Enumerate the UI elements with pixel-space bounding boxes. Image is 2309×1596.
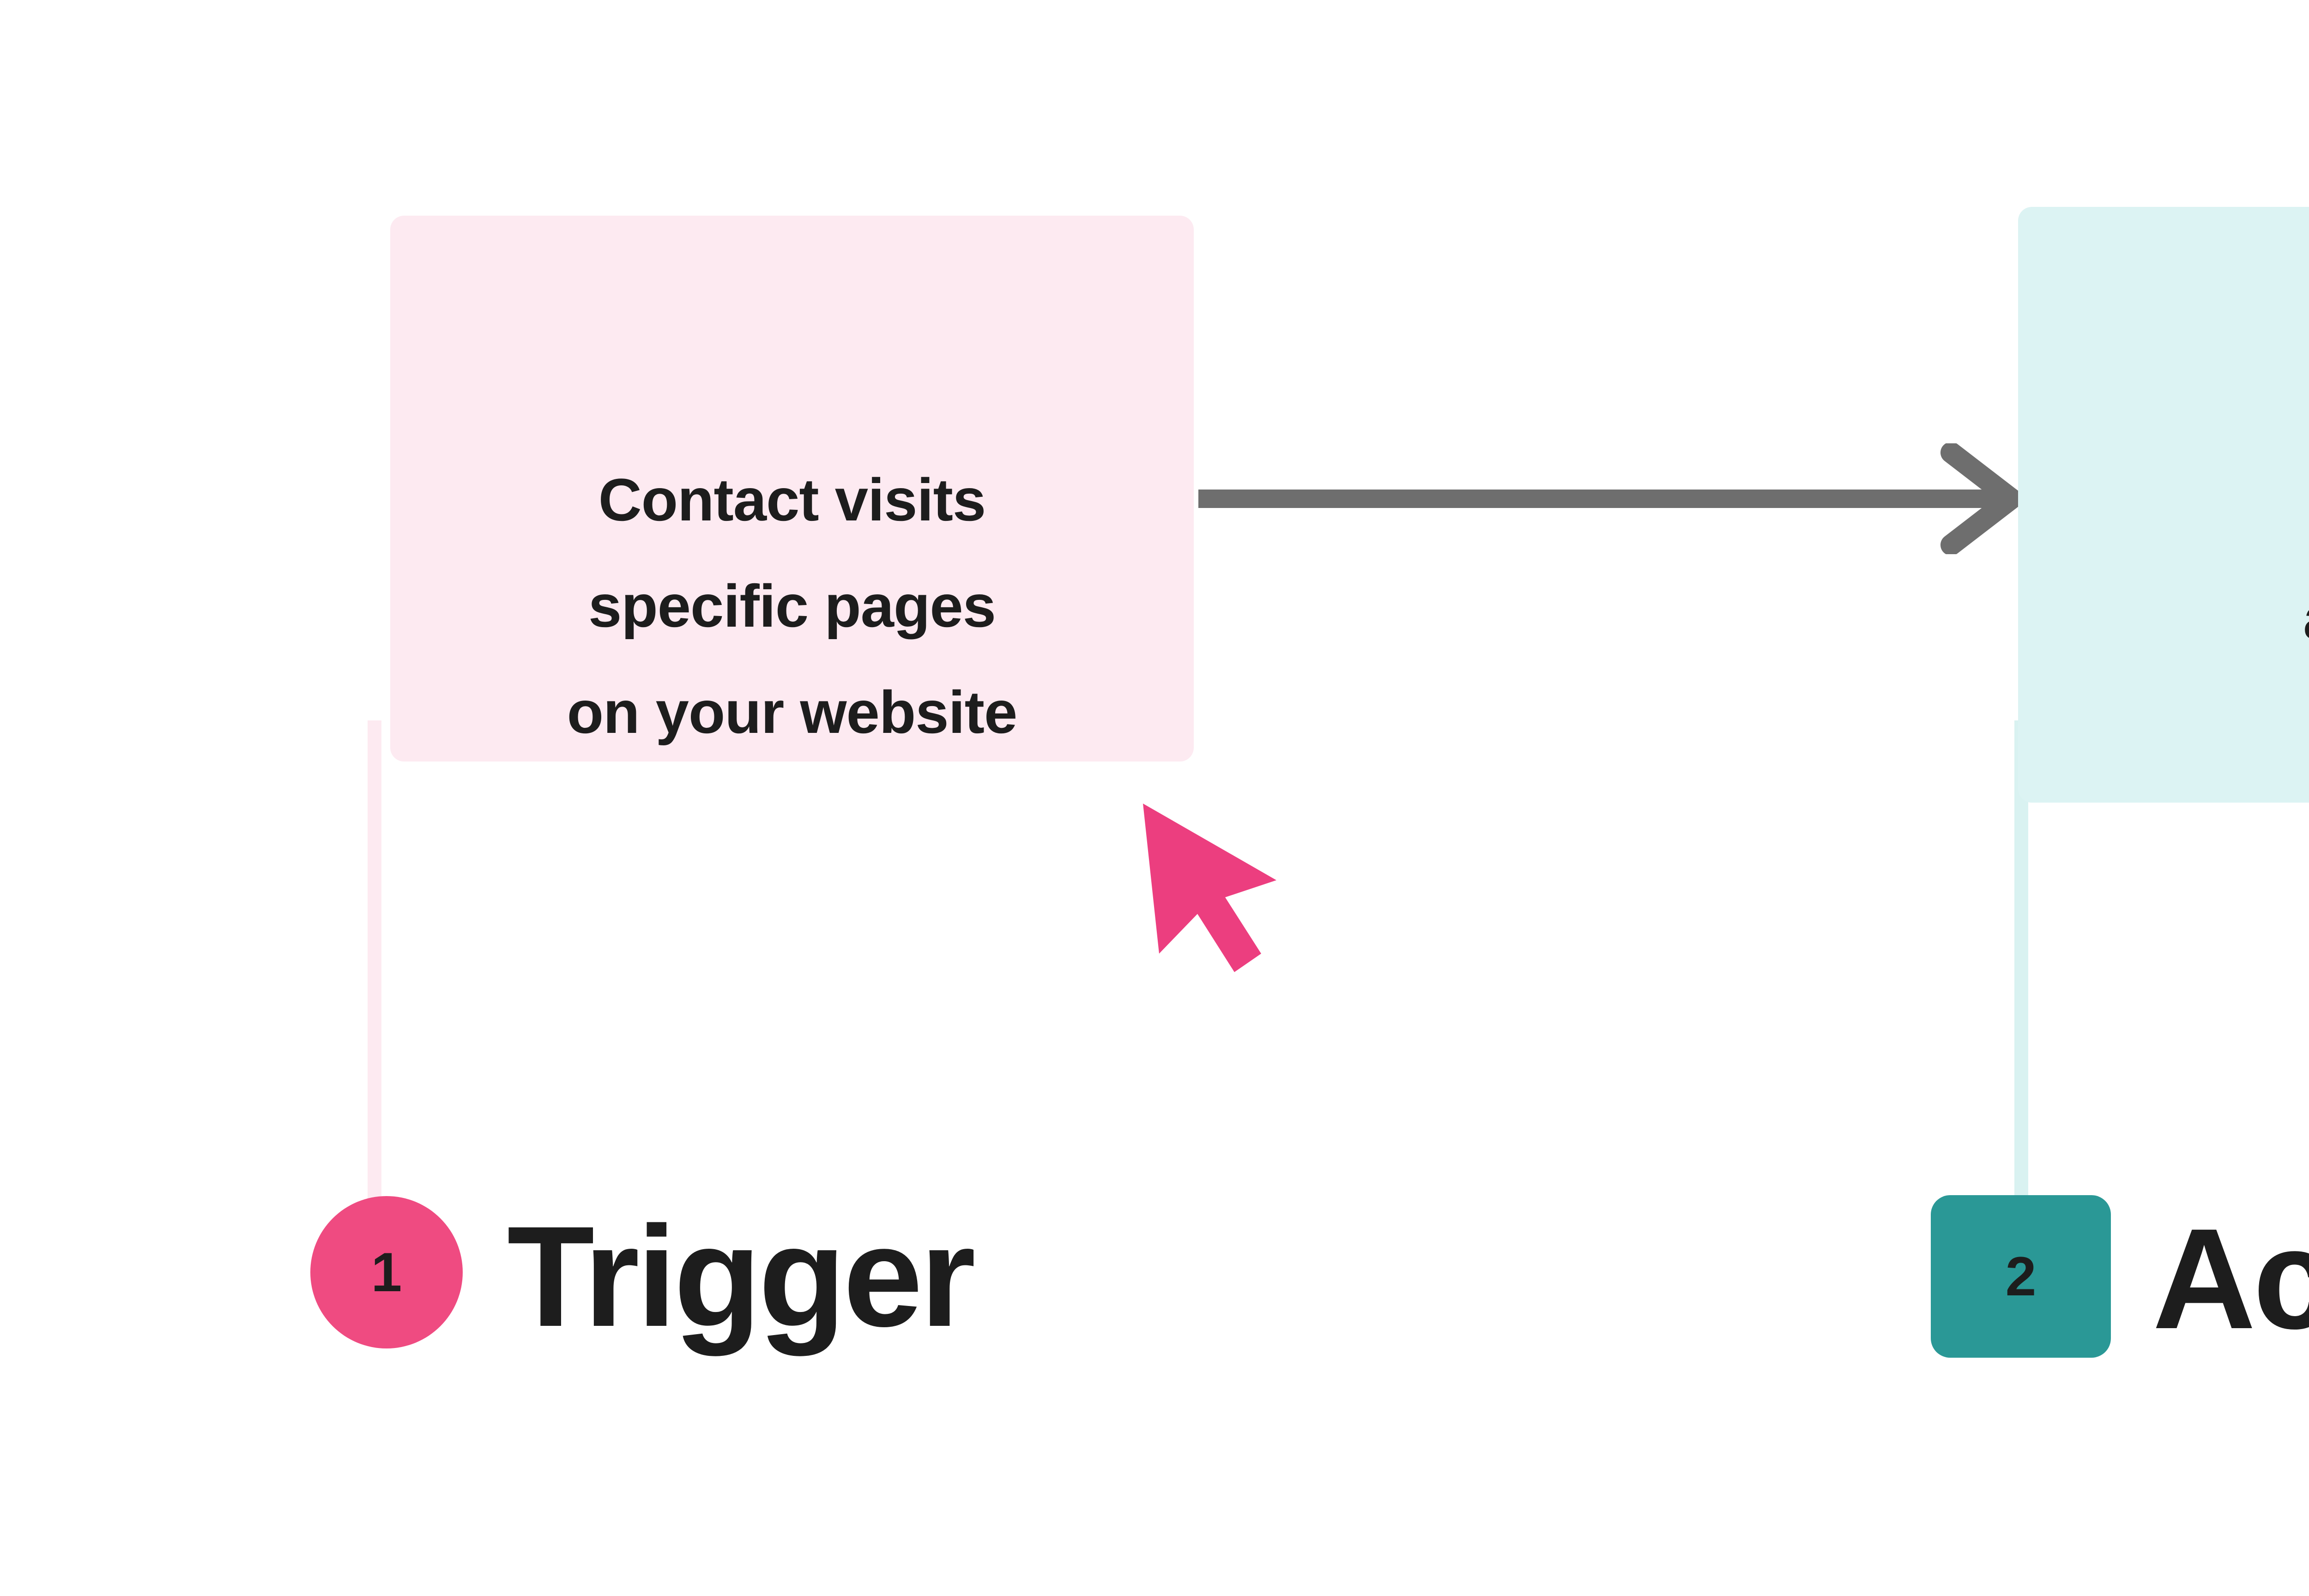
legend-trigger: 1 Trigger [310, 1196, 976, 1356]
action-card-text: Send an email [2018, 459, 2309, 671]
badge-step-2: 2 [1931, 1195, 2111, 1358]
action-card-line-2: an email [2018, 565, 2309, 671]
legend-label-trigger: Trigger [507, 1196, 976, 1356]
action-card[interactable]: Send an email [2018, 207, 2309, 803]
trigger-card-line-3: on your website [567, 678, 1018, 746]
trigger-card-line-2: specific pages [588, 572, 996, 640]
legend-label-action: Action [2152, 1198, 2309, 1359]
trigger-card[interactable]: Contact visits specific pages on your we… [390, 216, 1276, 972]
flow-arrow-icon [1198, 443, 2022, 554]
cursor-pointer-icon [1143, 804, 1276, 972]
badge-step-1: 1 [310, 1196, 463, 1348]
trigger-card-text: Contact visits specific pages on your we… [390, 447, 1194, 765]
action-card-line-1: Send [2018, 459, 2309, 565]
legend-action: 2 Action [1931, 1195, 2309, 1358]
connector-line-action [2014, 720, 2028, 1210]
trigger-card-line-1: Contact visits [598, 466, 986, 533]
connector-line-trigger [368, 720, 381, 1228]
